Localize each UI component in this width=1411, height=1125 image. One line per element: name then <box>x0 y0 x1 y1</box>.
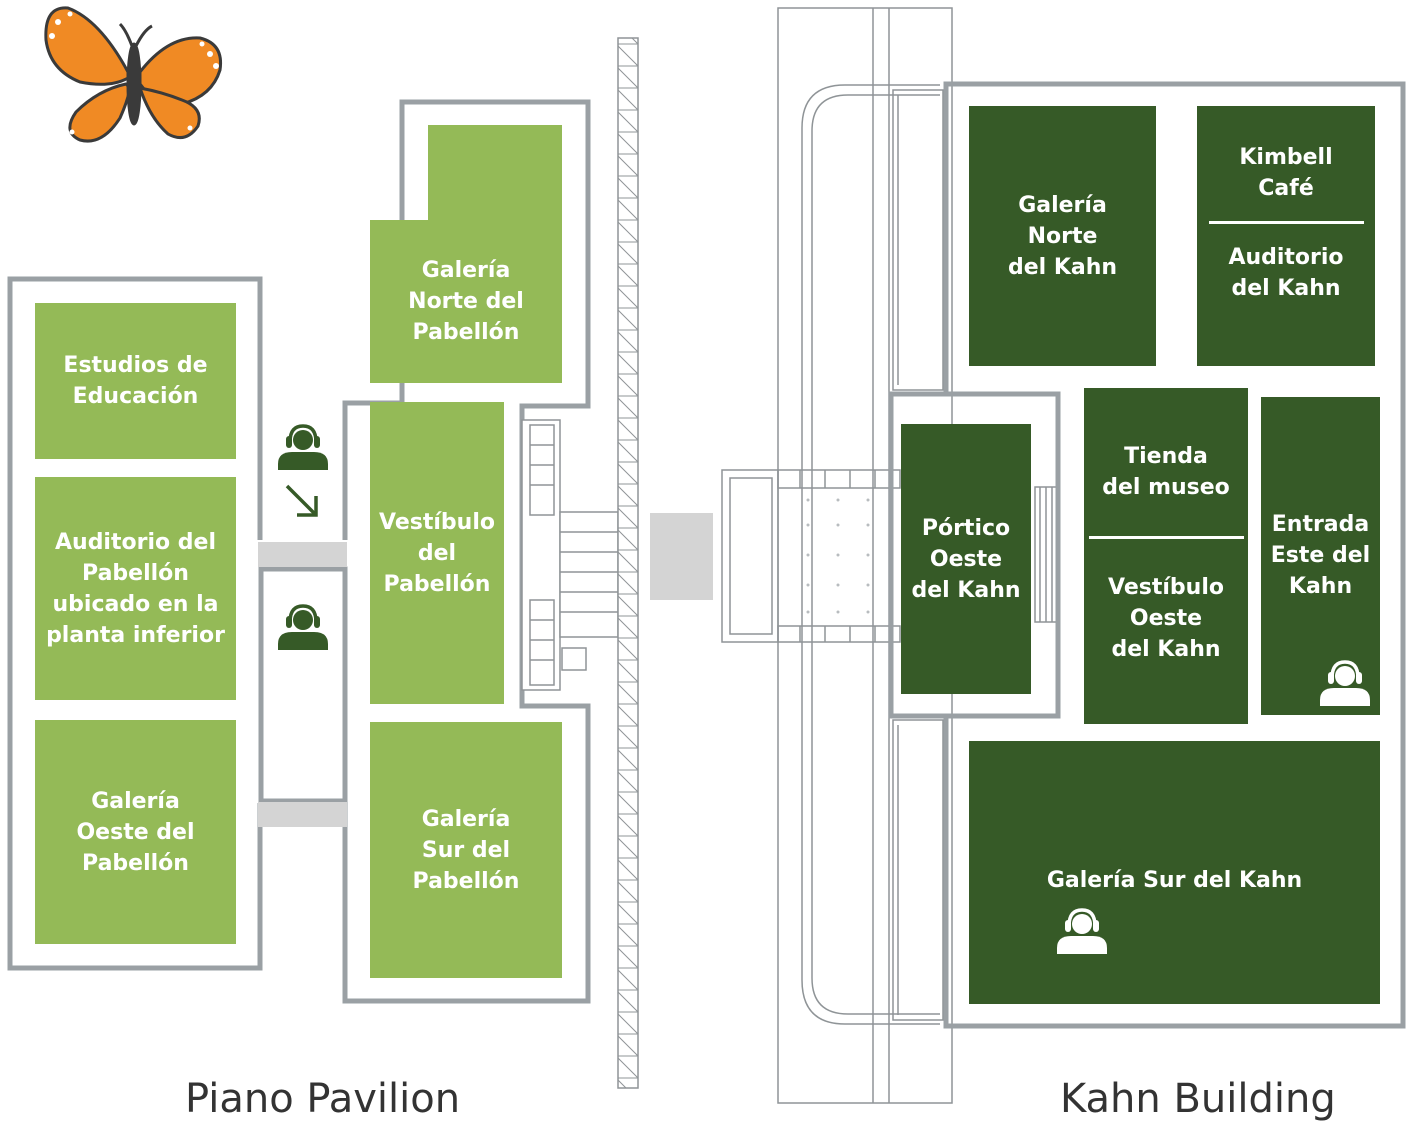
room-label-line: Estudios de <box>63 353 208 378</box>
room-auditorio-del-pabellon[interactable]: Auditorio del Pabellón ubicado en la pla… <box>35 477 236 700</box>
room-vestibulo-del-pabellon[interactable]: Vestíbulo del Pabellón <box>370 402 504 704</box>
room-divider <box>1208 221 1364 224</box>
room-label-line: Vestíbulo <box>379 509 495 535</box>
room-label-line: Este del <box>1270 543 1371 568</box>
room-label-line: del <box>417 540 457 566</box>
audio-guide-icon[interactable] <box>1318 654 1372 708</box>
kahn-building-label: Kahn Building <box>1060 1076 1336 1122</box>
portico-dots <box>806 498 870 614</box>
room-divider <box>1088 536 1244 539</box>
room-galeria-norte-del-pabellon-upper[interactable] <box>428 125 562 225</box>
butterfly-logo-icon <box>44 6 223 143</box>
room-label-line: Vestíbulo <box>1108 575 1224 600</box>
room-label-line: Norte <box>1027 223 1098 249</box>
room-label-line: ubicado en la <box>52 591 219 617</box>
room-label-line: Café <box>1258 176 1314 201</box>
room-galeria-norte-del-pabellon[interactable]: Galería Norte del Pabellón <box>370 220 562 383</box>
room-label-line: Oeste <box>1129 606 1203 631</box>
room-label-line: Norte del <box>408 289 524 314</box>
room-label-line: Pabellón <box>82 850 189 876</box>
room-galeria-norte-del-kahn[interactable]: Galería Norte del Kahn <box>969 106 1156 366</box>
room-label-line: del Kahn <box>1231 276 1341 301</box>
audio-guide-icon[interactable] <box>276 598 330 652</box>
room-label-line: Tienda <box>1124 444 1208 469</box>
room-tienda-vestibulo-kahn[interactable]: Tienda del museo Vestíbulo Oeste del Kah… <box>1084 388 1248 724</box>
room-galeria-sur-del-kahn[interactable]: Galería Sur del Kahn <box>969 741 1380 1004</box>
room-label-line: Oeste del <box>76 819 195 845</box>
room-label-line: Pabellón <box>383 571 491 597</box>
corridor-lower <box>258 802 347 827</box>
audio-guide-icon[interactable] <box>1055 902 1109 956</box>
room-label-line: Kimbell <box>1239 145 1333 170</box>
room-label-line: Pórtico <box>921 515 1011 541</box>
room-label-line: Kahn <box>1288 574 1353 599</box>
room-label-line: Educación <box>72 384 199 409</box>
kahn-building-walls <box>888 81 1406 1029</box>
room-label-line: del Kahn <box>911 577 1021 603</box>
room-label-line: Entrada <box>1271 512 1370 537</box>
room-label-line: Galería <box>421 258 511 283</box>
staircase-detail <box>521 419 619 691</box>
room-label-line: Galería <box>421 806 511 832</box>
hatched-colonnade <box>617 37 639 1089</box>
corridor-upper <box>258 542 347 567</box>
audio-guide-icon[interactable] <box>276 418 330 472</box>
room-label-line: Pabellón <box>412 868 520 894</box>
room-label-line: Oeste <box>929 546 1003 572</box>
room-label-line: Auditorio del <box>55 529 216 555</box>
room-entrada-este-del-kahn[interactable]: Entrada Este del Kahn <box>1261 397 1380 715</box>
room-label-line: Galería <box>91 788 180 814</box>
room-galeria-sur-del-pabellon[interactable]: Galería Sur del Pabellón <box>370 722 562 978</box>
room-galeria-oeste-del-pabellon[interactable]: Galería Oeste del Pabellón <box>35 720 236 944</box>
link-block <box>650 513 713 600</box>
room-label-line: Galería <box>1018 192 1107 218</box>
room-label-line: Pabellón <box>412 320 520 345</box>
room-label-line: Auditorio <box>1228 245 1344 270</box>
room-label-line: planta inferior <box>46 622 225 648</box>
room-label-line: del Kahn <box>1007 254 1118 280</box>
room-label-line: Sur del <box>421 837 511 863</box>
room-label-line: Galería Sur del Kahn <box>1046 868 1303 893</box>
room-kimbell-cafe-auditorio[interactable]: Kimbell Café Auditorio del Kahn <box>1197 106 1375 366</box>
room-label-line: del Kahn <box>1111 637 1221 662</box>
room-label-line: del museo <box>1102 475 1230 500</box>
direction-arrow-icon <box>285 484 318 517</box>
room-label-line: Pabellón <box>82 560 189 586</box>
room-estudios-de-educacion[interactable]: Estudios de Educación <box>35 303 236 459</box>
room-portico-oeste-del-kahn[interactable]: Pórtico Oeste del Kahn <box>901 424 1031 694</box>
piano-pavilion-label: Piano Pavilion <box>185 1076 461 1122</box>
